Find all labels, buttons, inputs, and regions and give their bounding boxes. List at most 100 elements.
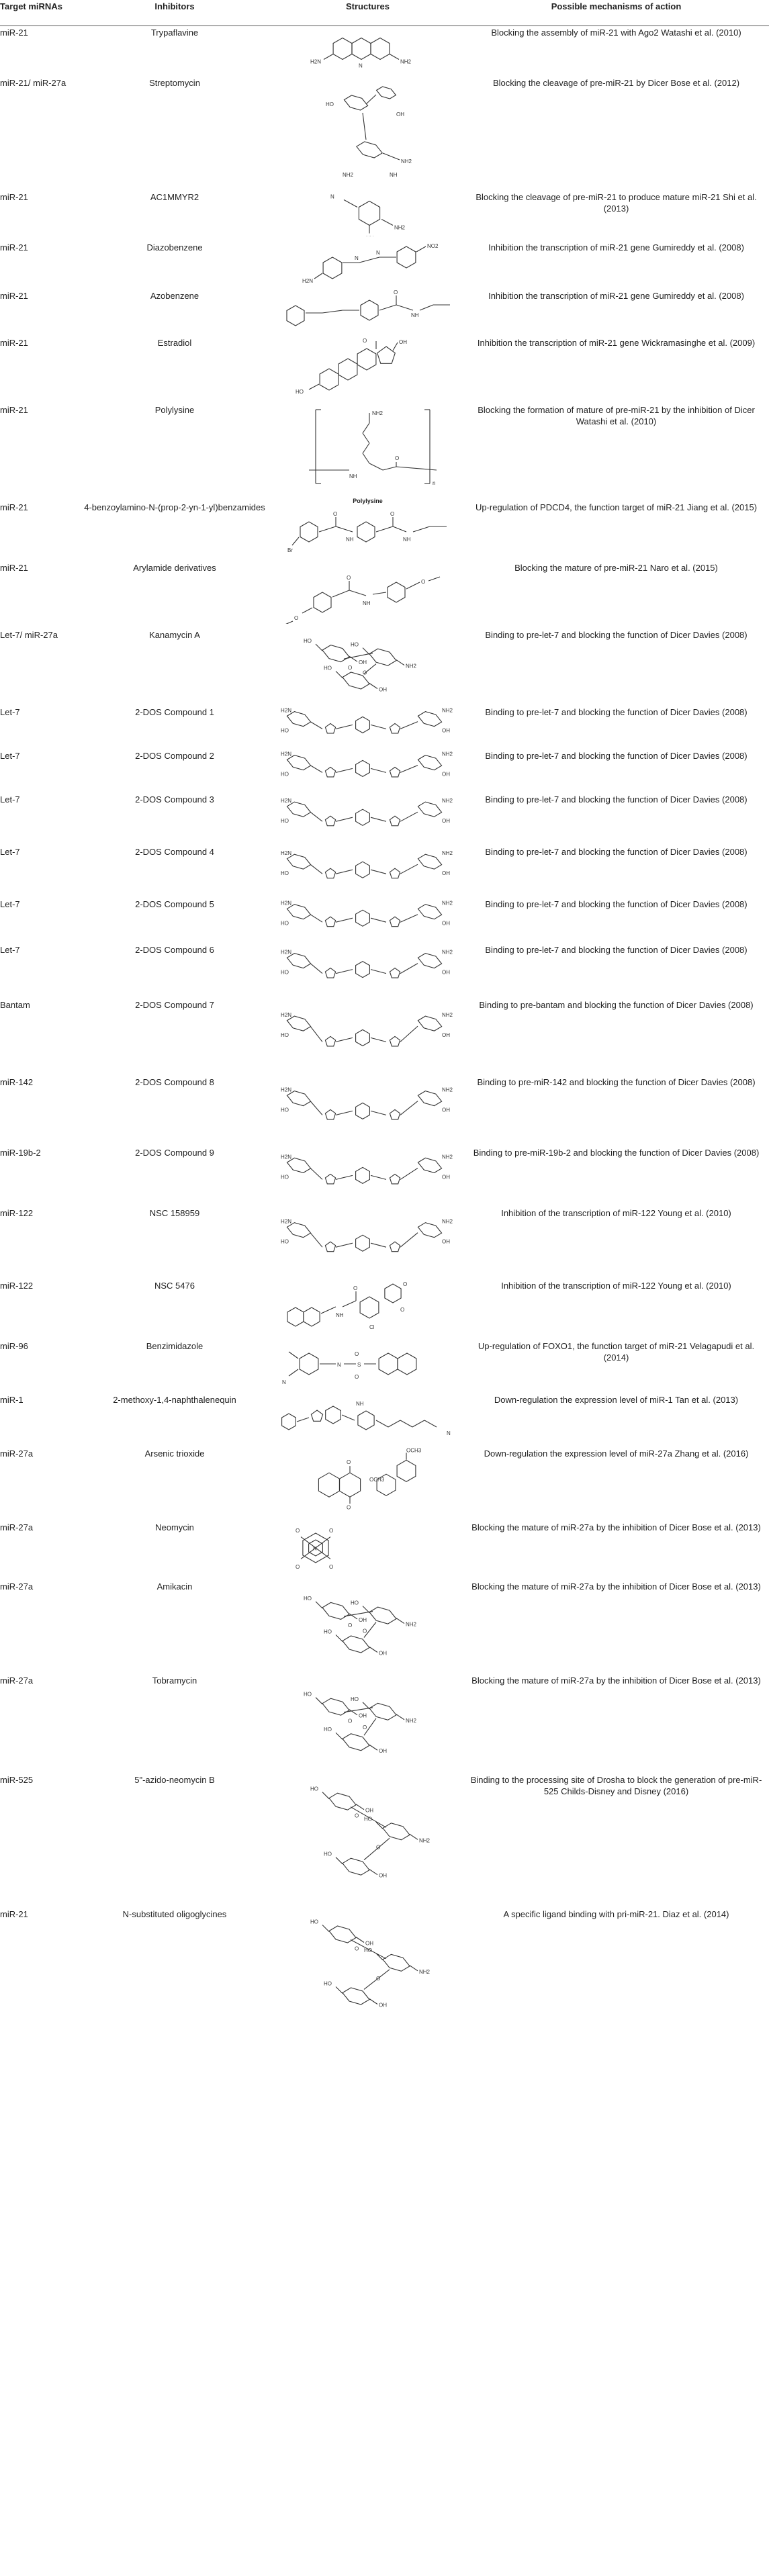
- cell-inhibitor: Benzimidazole: [146, 1341, 203, 1351]
- svg-text:HO: HO: [296, 389, 304, 395]
- header-target: Target miRNAs: [0, 1, 62, 11]
- svg-text:O: O: [363, 338, 367, 344]
- svg-text:OH: OH: [442, 921, 450, 927]
- cell-inhibitor: 2-DOS Compound 7: [135, 1000, 214, 1010]
- svg-text:O: O: [390, 511, 394, 517]
- svg-text:NH: NH: [411, 312, 419, 318]
- svg-text:OH: OH: [379, 1873, 387, 1879]
- svg-text:HO: HO: [351, 1696, 359, 1702]
- cell-inhibitor: 2-DOS Compound 2: [135, 751, 214, 761]
- svg-text:O: O: [395, 455, 399, 461]
- cell-target: miR-142: [0, 1077, 34, 1087]
- svg-text:O: O: [376, 1976, 380, 1982]
- svg-text:NH2: NH2: [442, 1012, 453, 1018]
- cell-target: miR-21: [0, 192, 28, 202]
- cell-mechanism: Blocking the cleavage of pre-miR-21 to p…: [476, 192, 757, 214]
- svg-text:NH2: NH2: [442, 950, 453, 956]
- cell-mechanism: Blocking the mature of pre-miR-21 Naro e…: [514, 563, 718, 573]
- cell-inhibitor: Polylysine: [154, 405, 195, 415]
- svg-text:HO: HO: [364, 1816, 372, 1822]
- cell-mechanism: Inhibition of the transcription of miR-1…: [501, 1281, 731, 1291]
- cell-inhibitor: Arylamide derivatives: [133, 563, 216, 573]
- svg-text:HO: HO: [281, 1032, 289, 1038]
- svg-text:O: O: [363, 670, 367, 676]
- cell-target: miR-21: [0, 28, 28, 38]
- cell-inhibitor: 2-DOS Compound 8: [135, 1077, 214, 1087]
- cell-mechanism: Binding to the processing site of Drosha…: [470, 1775, 762, 1796]
- svg-text:NH2: NH2: [401, 158, 412, 165]
- cell-inhibitor: Azobenzene: [150, 291, 199, 301]
- cell-target: miR-27a: [0, 1522, 34, 1532]
- cell-inhibitor: 2-methoxy-1,4-naphthalenequin: [113, 1395, 236, 1405]
- svg-text:O: O: [348, 665, 352, 671]
- svg-text:O: O: [421, 579, 425, 585]
- svg-text:NH2: NH2: [419, 1969, 431, 1975]
- svg-text:HO: HO: [281, 772, 289, 778]
- svg-text:N: N: [282, 1379, 286, 1385]
- svg-text:HO: HO: [281, 1107, 289, 1113]
- cell-target: miR-21: [0, 291, 28, 301]
- cell-target: miR-21: [0, 1909, 28, 1919]
- svg-text:OH: OH: [442, 970, 450, 976]
- svg-text:OH: OH: [396, 111, 404, 118]
- cell-inhibitor: 5"-azido-neomycin B: [134, 1775, 215, 1785]
- svg-text:H2N: H2N: [281, 1219, 291, 1225]
- svg-text:HO: HO: [310, 1786, 318, 1792]
- svg-text:OH: OH: [379, 1650, 387, 1656]
- svg-text:HO: HO: [281, 921, 289, 927]
- svg-text:H2N: H2N: [281, 1154, 291, 1160]
- svg-text:NH2: NH2: [442, 1219, 453, 1225]
- cell-inhibitor: Kanamycin A: [149, 630, 200, 640]
- svg-text:N: N: [359, 63, 363, 69]
- cell-inhibitor: Arsenic trioxide: [144, 1448, 205, 1459]
- cell-mechanism: Blocking the mature of miR-27a by the in…: [471, 1581, 761, 1592]
- svg-text:S: S: [357, 1362, 361, 1368]
- header-structures: Structures: [345, 1, 390, 11]
- svg-text:NH2: NH2: [343, 172, 354, 178]
- svg-text:O: O: [355, 1374, 359, 1380]
- svg-text:HO: HO: [304, 638, 312, 644]
- cell-inhibitor: 2-DOS Compound 4: [135, 847, 214, 857]
- cell-inhibitor: 2-DOS Compound 5: [135, 899, 214, 909]
- cell-mechanism: Blocking the assembly of miR-21 with Ago…: [491, 28, 741, 38]
- svg-text:NH2: NH2: [372, 410, 383, 416]
- cell-target: miR-27a: [0, 1675, 34, 1686]
- svg-text:HO: HO: [324, 665, 332, 671]
- svg-text:OH: OH: [442, 870, 450, 876]
- cell-inhibitor: 2-DOS Compound 6: [135, 945, 214, 955]
- cell-target: miR-27a: [0, 1581, 34, 1592]
- svg-text:H2N: H2N: [281, 1012, 291, 1018]
- cell-inhibitor: AC1MMYR2: [150, 192, 199, 202]
- structure-caption: Polylysine: [353, 498, 383, 504]
- cell-target: miR-21: [0, 502, 28, 512]
- svg-text:HO: HO: [304, 1692, 312, 1698]
- svg-text:OH: OH: [442, 818, 450, 824]
- cell-target: miR-122: [0, 1281, 34, 1291]
- svg-text:N: N: [313, 1545, 317, 1551]
